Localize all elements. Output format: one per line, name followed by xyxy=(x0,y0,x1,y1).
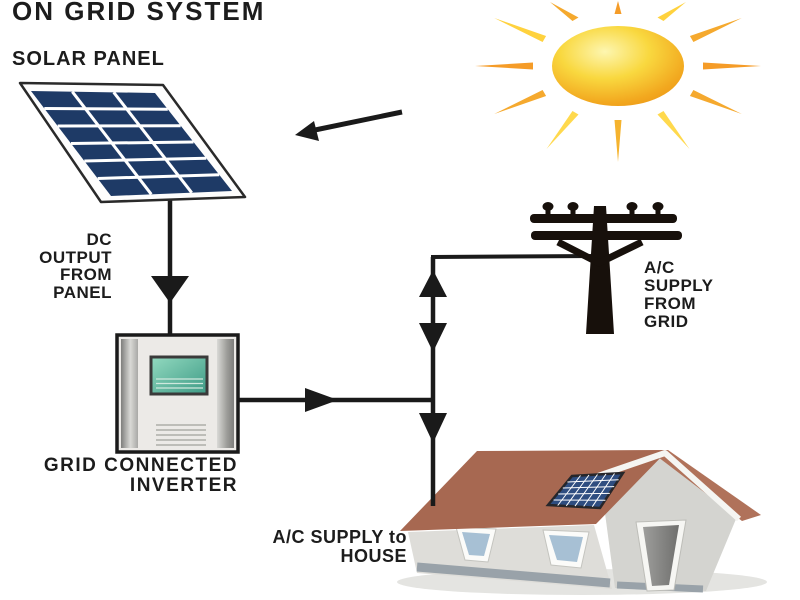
house-window-left xyxy=(455,526,497,563)
sunlight-arrow-icon xyxy=(295,109,403,141)
inverter-icon xyxy=(115,333,240,454)
ac-supply-grid-label: A/C SUPPLY FROM GRID xyxy=(644,258,714,331)
inverter-vents xyxy=(156,424,206,446)
house-window-right xyxy=(542,529,590,569)
house-roof-fascia xyxy=(597,450,741,522)
inverter-screen xyxy=(149,355,209,396)
grid-wire xyxy=(430,254,597,259)
house-door xyxy=(635,519,687,592)
house-base-strip xyxy=(416,562,611,588)
house-icon xyxy=(397,450,767,595)
rooftop-solar-panel-icon xyxy=(545,471,626,510)
sun-disc xyxy=(552,26,684,106)
sun-icon xyxy=(475,1,761,162)
bus-arrow-down-icon xyxy=(419,323,447,352)
pole-insulators xyxy=(542,202,664,215)
solar-panel-icon xyxy=(18,81,247,204)
grid-inverter-label: GRID CONNECTED INVERTER xyxy=(43,455,238,496)
house-roof-front xyxy=(400,450,668,531)
house-arrow-down-icon xyxy=(419,413,447,443)
utility-pole-icon xyxy=(530,202,682,334)
page-title: ON GRID SYSTEM xyxy=(12,0,266,26)
ac-arrow-right-icon xyxy=(305,388,338,412)
bus-arrow-up-icon xyxy=(419,270,447,297)
flow-arrowheads xyxy=(151,270,447,443)
dc-arrow-down-icon xyxy=(151,276,189,303)
dc-output-label: DC OUTPUT FROM PANEL xyxy=(39,230,112,302)
sun-rays xyxy=(475,1,761,162)
solar-panel-label: SOLAR PANEL xyxy=(12,48,165,70)
ac-supply-house-label: A/C SUPPLY to HOUSE xyxy=(272,527,407,566)
